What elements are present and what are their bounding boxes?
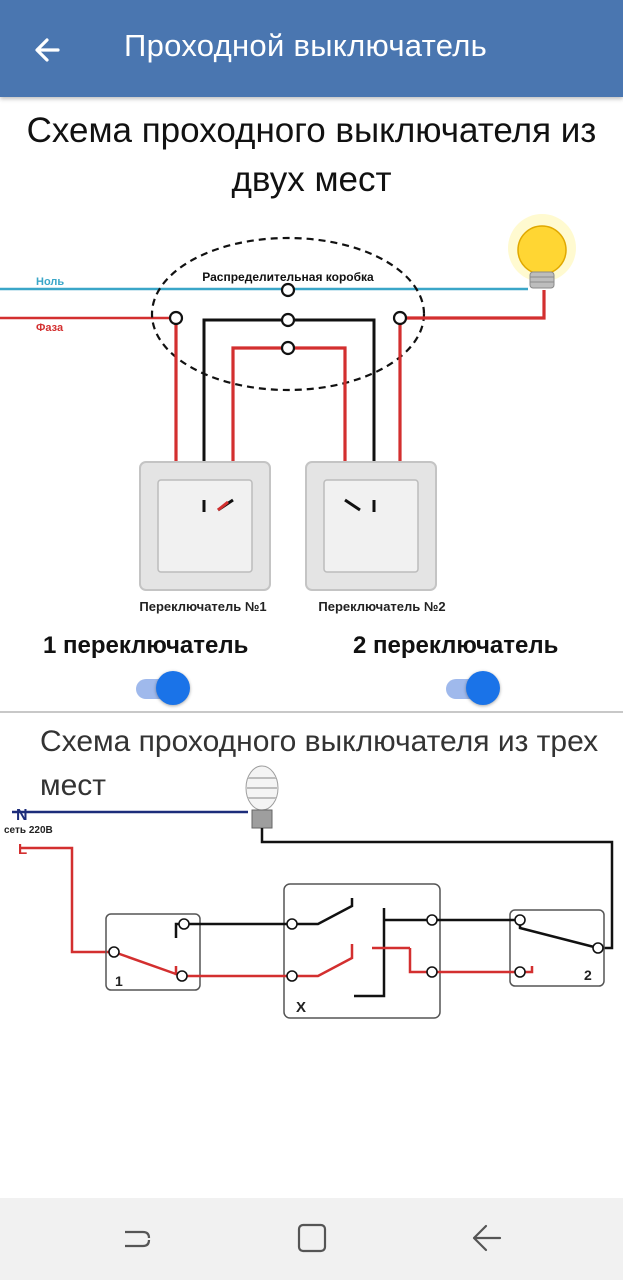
- arrow-back-icon[interactable]: [28, 30, 68, 70]
- diagram-three-places-title: Схема проходного выключателя из трех мес…: [40, 725, 599, 802]
- lamp-return-wire: [260, 828, 614, 950]
- diagram-three-places: N сеть 220В L 1 X 2: [4, 765, 614, 1019]
- cfl-bulb-icon: [245, 765, 279, 829]
- nav-back-icon[interactable]: [466, 1218, 506, 1258]
- lamp-wire: [400, 290, 546, 320]
- switch-1-label: Переключатель №1: [139, 599, 266, 614]
- light-bulb-icon: [508, 214, 576, 289]
- switch-2-thumb: [466, 671, 500, 705]
- switch-2-plate: [305, 461, 437, 591]
- app-bar: Проходной выключатель: [0, 0, 623, 97]
- diagram-two-places-title: Схема проходного выключателя из двух мес…: [26, 111, 597, 199]
- cross-switch-box: [283, 883, 441, 1019]
- junction-box: [150, 236, 426, 392]
- diagram-two-places: Ноль Фаза Распределительная коробка Пере…: [0, 214, 576, 614]
- toggle-2-label: 2 переключатель: [353, 632, 559, 659]
- return-wire: [202, 318, 288, 500]
- switch-1-plate: [139, 461, 271, 591]
- switch-1-number: 1: [115, 973, 123, 989]
- switch-2-number: 2: [584, 967, 592, 983]
- mains-label: сеть 220В: [4, 825, 53, 836]
- line-label: L: [18, 841, 27, 858]
- switch-2-label: Переключатель №2: [318, 599, 445, 614]
- junction-box-label: Распределительная коробка: [202, 270, 374, 284]
- phase-label: Фаза: [36, 322, 64, 334]
- toggle-1-label: 1 переключатель: [43, 632, 249, 659]
- neutral-label: Ноль: [36, 276, 64, 288]
- neutral-label: N: [16, 807, 28, 824]
- switch-2-toggle[interactable]: [446, 671, 508, 705]
- switch-1-box: [105, 913, 201, 991]
- switch-1-toggle[interactable]: [136, 671, 198, 705]
- cross-switch-label: X: [296, 999, 306, 1016]
- system-nav-bar: [0, 1198, 623, 1280]
- phase-wire: [20, 846, 114, 954]
- home-icon[interactable]: [292, 1218, 332, 1258]
- section-divider: [0, 711, 623, 713]
- switch-1-thumb: [156, 671, 190, 705]
- recents-icon[interactable]: [118, 1218, 158, 1258]
- app-title: Проходной выключатель: [124, 28, 488, 63]
- switch-2-box: [509, 909, 605, 987]
